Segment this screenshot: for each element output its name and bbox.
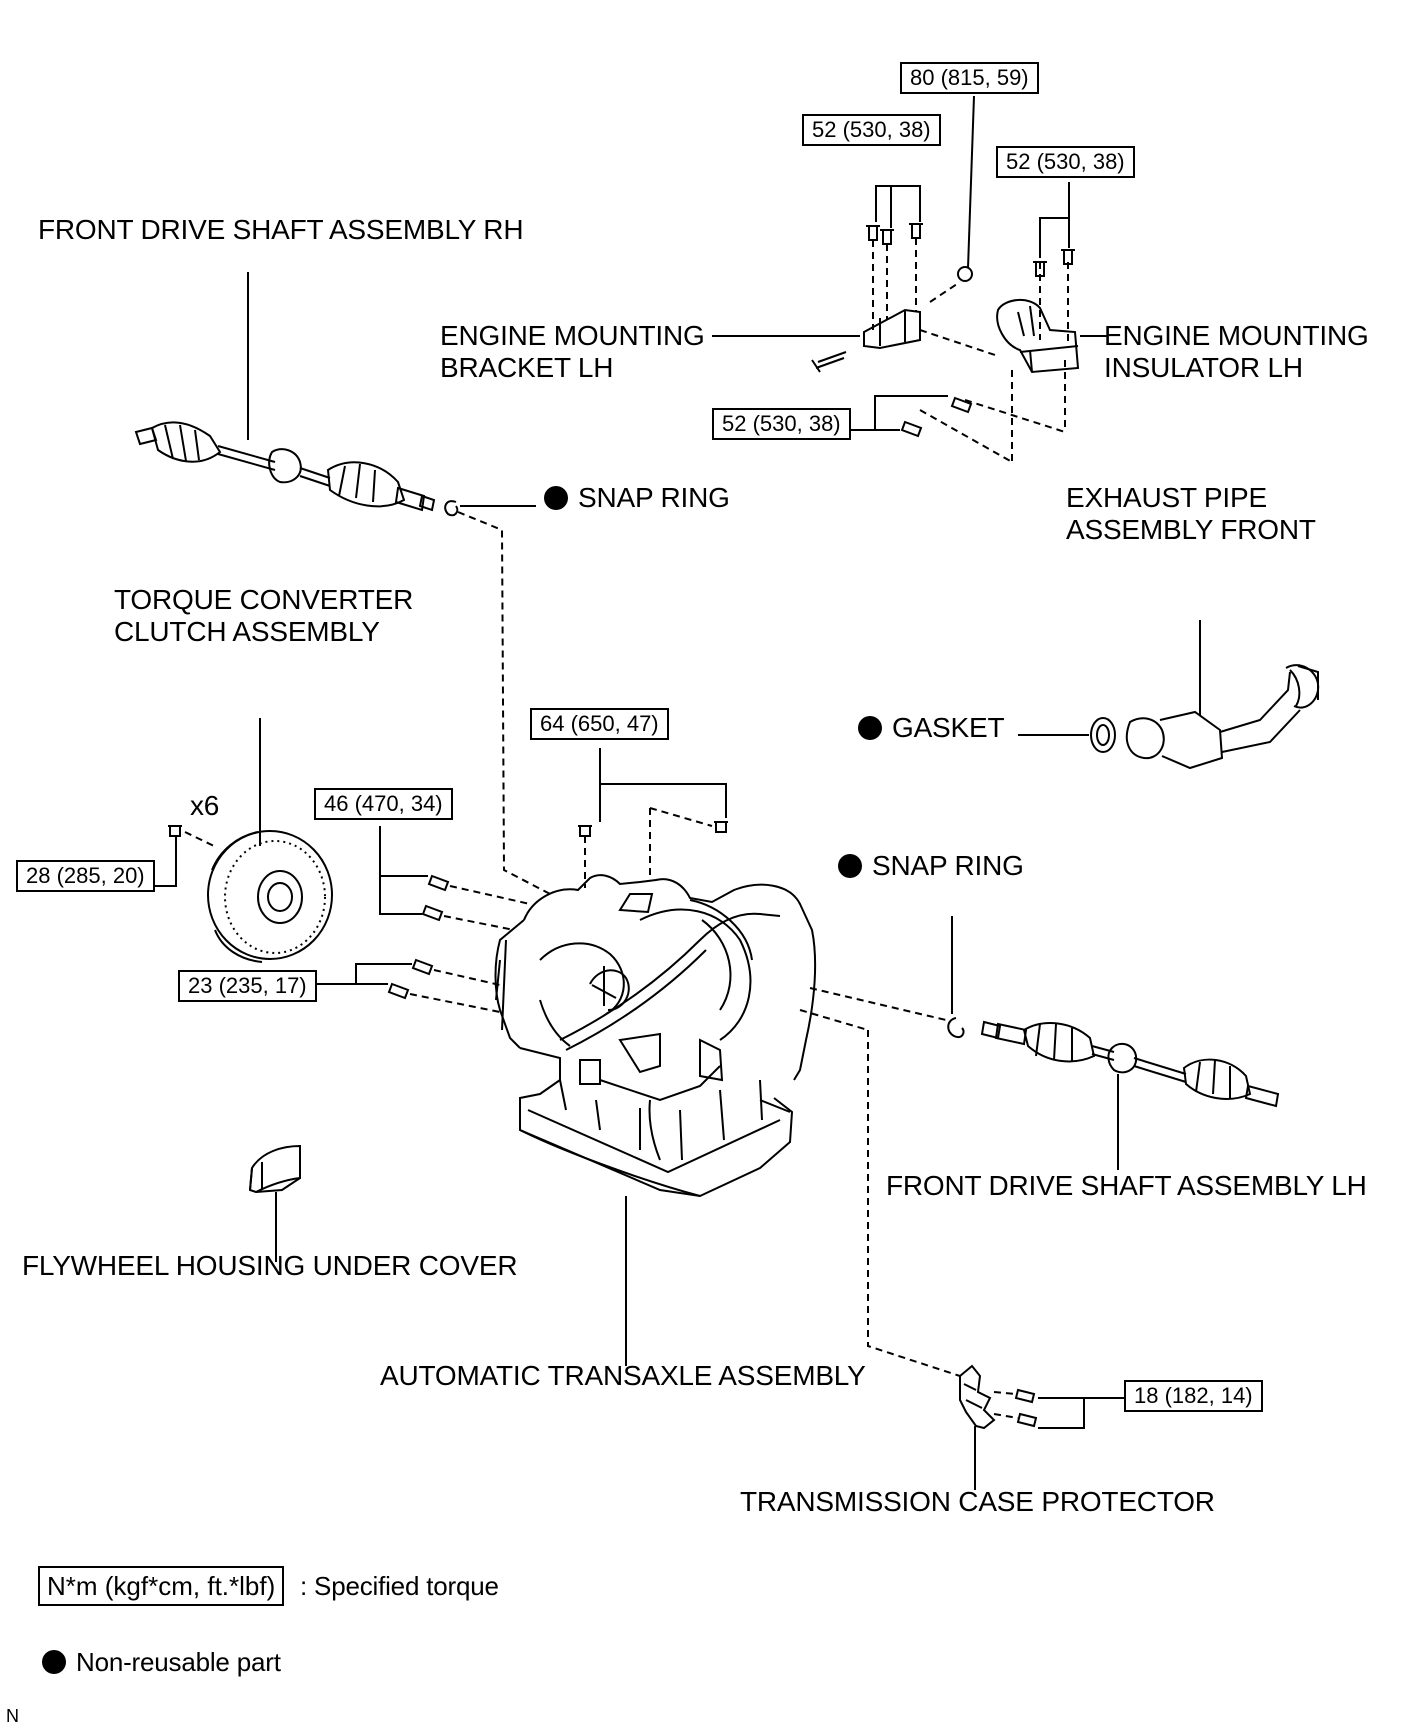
front-drive-shaft-rh-part — [134, 421, 436, 512]
legend-non-reusable: Non-reusable part — [42, 1646, 281, 1678]
label-torque-converter-1: TORQUE CONVERTER — [114, 584, 414, 615]
label-snap-ring-rh: SNAP RING — [544, 482, 730, 514]
label-exhaust-pipe-1: EXHAUST PIPE — [1066, 482, 1267, 513]
torque-box-52-lower: 52 (530, 38) — [712, 408, 851, 440]
label-engine-mounting-insulator-2: INSULATOR LH — [1104, 352, 1303, 383]
snap-ring-lh — [947, 1017, 965, 1038]
label-engine-mounting-bracket-1: ENGINE MOUNTING — [440, 320, 705, 351]
gasket-text: GASKET — [892, 712, 1005, 743]
bracket-bolts — [866, 223, 923, 245]
automatic-transaxle-part — [494, 874, 817, 1198]
snap-ring-rh-text: SNAP RING — [578, 482, 730, 513]
non-reusable-dot-icon — [42, 1650, 66, 1674]
engine-mounting-bracket-part — [811, 266, 973, 373]
lower-mount-bolts — [900, 396, 973, 438]
label-flywheel-cover: FLYWHEEL HOUSING UNDER COVER — [22, 1250, 518, 1281]
torque-box-23: 23 (235, 17) — [178, 970, 317, 1002]
label-gasket: GASKET — [858, 712, 1005, 744]
label-transmission-case-protector: TRANSMISSION CASE PROTECTOR — [740, 1486, 1215, 1517]
label-x6: x6 — [190, 790, 220, 821]
non-reusable-dot-icon — [838, 854, 862, 878]
torque-box-18: 18 (182, 14) — [1124, 1380, 1263, 1412]
torque-box-52-bracket: 52 (530, 38) — [802, 114, 941, 146]
legend-torque-unit-text: : Specified torque — [300, 1571, 499, 1601]
torque-converter-part — [207, 830, 333, 963]
torque-box-80: 80 (815, 59) — [900, 62, 1039, 94]
transaxle-bolts — [387, 821, 728, 1000]
legend-non-reusable-text: Non-reusable part — [76, 1647, 281, 1677]
flywheel-cover-part — [248, 1144, 301, 1194]
exhaust-pipe-part — [1090, 664, 1320, 770]
label-exhaust-pipe-2: ASSEMBLY FRONT — [1066, 514, 1316, 545]
transmission-case-protector-part — [959, 1364, 1038, 1430]
snap-ring-lh-text: SNAP RING — [872, 850, 1024, 881]
torque-box-28: 28 (285, 20) — [16, 860, 155, 892]
front-drive-shaft-lh-part — [980, 1020, 1280, 1108]
label-front-drive-shaft-lh: FRONT DRIVE SHAFT ASSEMBLY LH — [886, 1170, 1367, 1201]
engine-mounting-insulator-part — [996, 249, 1080, 374]
torque-box-46: 46 (470, 34) — [314, 788, 453, 820]
label-front-drive-shaft-rh: FRONT DRIVE SHAFT ASSEMBLY RH — [38, 214, 524, 245]
label-automatic-transaxle: AUTOMATIC TRANSAXLE ASSEMBLY — [380, 1360, 866, 1391]
legend-torque-unit-box: N*m (kgf*cm, ft.*lbf) — [38, 1566, 285, 1606]
label-engine-mounting-insulator-1: ENGINE MOUNTING — [1104, 320, 1369, 351]
non-reusable-dot-icon — [544, 486, 568, 510]
non-reusable-dot-icon — [858, 716, 882, 740]
corner-mark: N — [6, 1706, 19, 1726]
label-snap-ring-lh: SNAP RING — [838, 850, 1024, 882]
torque-box-64: 64 (650, 47) — [530, 708, 669, 740]
snap-ring-rh — [444, 500, 459, 517]
label-torque-converter-2: CLUTCH ASSEMBLY — [114, 616, 380, 647]
torque-box-52-insulator: 52 (530, 38) — [996, 146, 1135, 178]
label-engine-mounting-bracket-2: BRACKET LH — [440, 352, 614, 383]
